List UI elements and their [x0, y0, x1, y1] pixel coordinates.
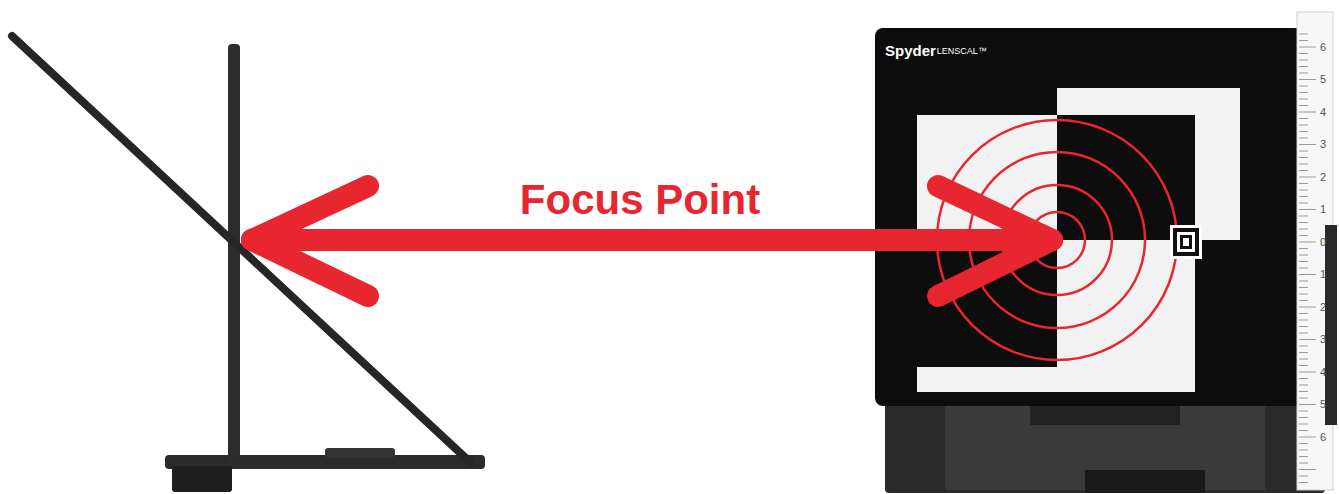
ruler-tick [1299, 359, 1308, 360]
ruler-number: 4 [1320, 367, 1326, 378]
alignment-marker [1170, 225, 1202, 259]
ruler-tick [1299, 372, 1316, 373]
ruler-tick [1299, 313, 1308, 314]
ruler-tick [1299, 222, 1308, 223]
ruler-number: 3 [1320, 334, 1326, 345]
arrow-stroke [938, 240, 1052, 296]
ruler-tick [1299, 196, 1308, 197]
ruler-tick [1299, 60, 1308, 61]
ruler-tick [1299, 151, 1308, 152]
ruler-tick [1299, 294, 1308, 295]
arrow-stroke [252, 229, 1052, 251]
ruler-tick [1299, 333, 1308, 334]
ruler-tick [1299, 404, 1316, 405]
ruler-tick [1299, 385, 1308, 386]
ruler-tick [1299, 125, 1308, 126]
ruler-tick [1299, 411, 1308, 412]
ruler-tick [1299, 274, 1316, 275]
ruler-tick [1299, 307, 1316, 308]
ruler-tick [1299, 170, 1308, 171]
ruler-tick [1299, 118, 1308, 119]
arrow-label: Focus Point [520, 179, 760, 221]
ruler-tick [1299, 378, 1308, 379]
product-name: LENSCAL™ [937, 47, 987, 56]
ruler-tick [1299, 242, 1316, 243]
ruler-tick [1299, 112, 1316, 113]
ruler-tick [1299, 437, 1316, 438]
ruler-number: 1 [1320, 269, 1326, 280]
focus-stand [12, 36, 485, 492]
ruler-tick [1299, 424, 1308, 425]
arrow-stroke [252, 186, 368, 240]
ruler-number: 5 [1320, 74, 1326, 85]
ruler-tick [1299, 300, 1308, 301]
ruler-tick [1299, 53, 1308, 54]
ruler-tick [1299, 417, 1308, 418]
ruler-tick [1299, 92, 1308, 93]
ruler-tick [1299, 144, 1316, 145]
ruler-tick [1299, 190, 1308, 191]
ruler-tick [1299, 320, 1308, 321]
ruler-tick [1299, 430, 1308, 431]
ruler-number: 6 [1320, 432, 1326, 443]
ruler-tick [1299, 261, 1308, 262]
ruler-tick [1299, 482, 1308, 483]
ruler-number: 5 [1320, 399, 1326, 410]
ruler-tick [1299, 34, 1308, 35]
ruler-tick [1299, 99, 1308, 100]
arrow-stroke [938, 186, 1052, 240]
ruler-tick [1299, 47, 1316, 48]
ruler-tick [1299, 268, 1308, 269]
brand-name: Spyder [885, 43, 936, 58]
ruler-tick [1299, 216, 1308, 217]
ruler-tick [1299, 346, 1308, 347]
ruler-tick [1299, 326, 1308, 327]
ruler-number: 2 [1320, 302, 1326, 313]
ruler-number: 1 [1320, 204, 1326, 215]
lenscal-target [875, 12, 1337, 493]
ruler-tick [1299, 79, 1316, 80]
ruler-ticks [1299, 34, 1316, 483]
ruler-tick [1299, 287, 1308, 288]
ruler-tick [1299, 73, 1308, 74]
ruler-tick [1299, 456, 1308, 457]
ruler-tick [1299, 164, 1308, 165]
ruler-tick [1299, 209, 1316, 210]
ruler-number: 2 [1320, 172, 1326, 183]
ruler-tick [1299, 391, 1308, 392]
ruler-tick [1299, 281, 1308, 282]
ruler-tick [1299, 463, 1308, 464]
ruler-number: 4 [1320, 107, 1326, 118]
ruler-tick [1299, 352, 1308, 353]
ruler-tick [1299, 183, 1308, 184]
ruler-tick [1299, 229, 1308, 230]
arrow-stroke [252, 240, 368, 296]
ruler-tick [1299, 157, 1308, 158]
ruler-tick [1299, 105, 1308, 106]
ruler-tick [1299, 248, 1308, 249]
ruler-number: 6 [1320, 42, 1326, 53]
ruler-tick [1299, 131, 1308, 132]
ruler-tick [1299, 398, 1308, 399]
ruler-tick [1299, 203, 1308, 204]
ruler-tick [1299, 469, 1316, 470]
ruler-tick [1299, 365, 1308, 366]
ruler-number: 0 [1320, 237, 1326, 248]
ruler-tick [1299, 177, 1316, 178]
ruler-number: 3 [1320, 139, 1326, 150]
ruler-tick [1299, 255, 1308, 256]
ruler-tick [1299, 66, 1308, 67]
ruler-tick [1299, 450, 1308, 451]
ruler-tick [1299, 476, 1308, 477]
ruler-tick [1299, 40, 1308, 41]
ruler-tick [1299, 86, 1308, 87]
ruler-tick [1299, 443, 1308, 444]
ruler-tick [1299, 138, 1308, 139]
ruler-tick [1299, 235, 1308, 236]
ruler-tick [1299, 339, 1316, 340]
